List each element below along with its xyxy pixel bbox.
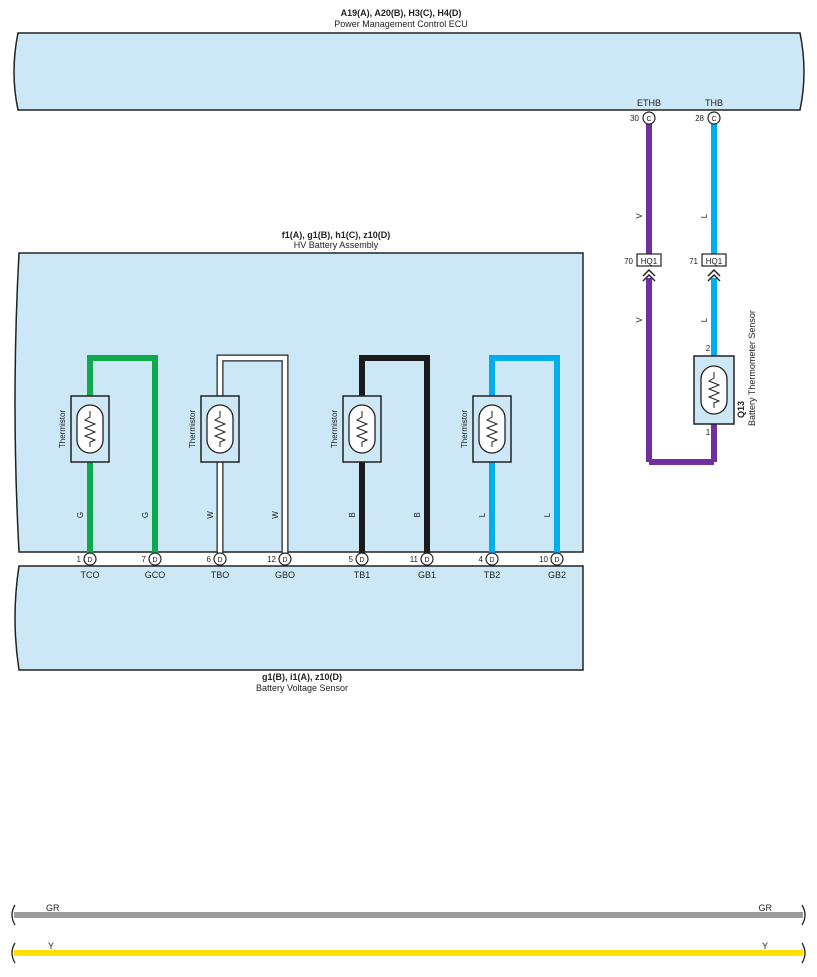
sensor-signal-gb2: GB2 (548, 570, 566, 580)
wire-label-v-lower: V (635, 317, 644, 323)
ecu-panel (13, 32, 805, 111)
thermistor-label-3: Thermistor (330, 410, 339, 449)
svg-text:C: C (646, 116, 651, 123)
thermistor-symbol-3 (342, 395, 382, 463)
svg-text:D: D (424, 557, 429, 564)
voltage-sensor-panel (14, 565, 584, 671)
sensor-pin-num-6: 6 (207, 555, 212, 564)
wire-label-l-2: L (543, 512, 552, 517)
wire-label-g-2: G (141, 512, 150, 518)
svg-text:D: D (489, 557, 494, 564)
voltage-sensor-codes: g1(B), i1(A), z10(D) (262, 672, 342, 682)
connector-pin-71: 71 (689, 257, 698, 266)
sensor-terminal-tb2: D (485, 552, 499, 566)
sensor-pin-num-4: 4 (479, 555, 484, 564)
sensor-terminal-gco: D (148, 552, 162, 566)
wire-label-w-2: W (271, 511, 280, 519)
wire-label-b-1: B (348, 512, 357, 517)
sensor-terminal-tco: D (83, 552, 97, 566)
thermistor-label-4: Thermistor (460, 410, 469, 449)
hv-battery-name: HV Battery Assembly (294, 240, 379, 250)
sensor-pin-num-7: 7 (142, 555, 147, 564)
wire-label-g-1: G (76, 512, 85, 518)
gray-wire-bar (11, 904, 806, 926)
thermistor-label-2: Thermistor (188, 410, 197, 449)
thermistor-symbol-4 (472, 395, 512, 463)
sensor-pin-1: 1 (706, 428, 711, 437)
ecu-signal-thb: THB (705, 98, 723, 108)
ecu-codes: A19(A), A20(B), H3(C), H4(D) (341, 8, 462, 18)
hv-battery-codes: f1(A), g1(B), h1(C), z10(D) (282, 230, 391, 240)
wire-ethb (646, 124, 717, 465)
yellow-wire-label-right: Y (762, 941, 768, 951)
sensor-pin-num-12: 12 (267, 555, 276, 564)
sensor-pin-num-5: 5 (349, 555, 354, 564)
thermistor-symbol-2 (200, 395, 240, 463)
ecu-pin-30: 30 (630, 114, 639, 123)
sensor-terminal-gb1: D (420, 552, 434, 566)
sensor-signal-tco: TCO (81, 570, 100, 580)
sensor-signal-gbo: GBO (275, 570, 295, 580)
sensor-terminal-gbo: D (278, 552, 292, 566)
ecu-terminal-30: C (642, 111, 656, 125)
thermistor-label-1: Thermistor (58, 410, 67, 449)
svg-text:D: D (359, 557, 364, 564)
svg-text:D: D (282, 557, 287, 564)
voltage-sensor-name: Battery Voltage Sensor (256, 683, 348, 693)
gray-wire-label-right: GR (759, 903, 773, 913)
sensor-pin-2: 2 (706, 344, 711, 353)
sensor-terminal-tb1: D (355, 552, 369, 566)
sensor-signal-tb2: TB2 (484, 570, 501, 580)
svg-text:D: D (217, 557, 222, 564)
svg-text:HQ1: HQ1 (706, 257, 723, 266)
sensor-terminal-gb2: D (550, 552, 564, 566)
ecu-terminal-28: C (707, 111, 721, 125)
yellow-wire-label-left: Y (48, 941, 54, 951)
wire-label-l-1: L (478, 512, 487, 517)
sensor-code: Q13 (736, 401, 746, 418)
sensor-signal-tbo: TBO (211, 570, 230, 580)
yellow-wire-bar (11, 942, 806, 964)
sensor-signal-gb1: GB1 (418, 570, 436, 580)
gray-wire-label-left: GR (46, 903, 60, 913)
battery-thermometer-sensor (693, 355, 735, 425)
ecu-signal-ethb: ETHB (637, 98, 661, 108)
svg-text:HQ1: HQ1 (641, 257, 658, 266)
ecu-pin-28: 28 (695, 114, 704, 123)
wire-label-l-upper: L (700, 213, 709, 218)
svg-text:C: C (711, 116, 716, 123)
thermistor-symbol-1 (70, 395, 110, 463)
sensor-pin-num-10: 10 (539, 555, 548, 564)
sensor-signal-tb1: TB1 (354, 570, 371, 580)
wire-label-w-1: W (206, 511, 215, 519)
svg-text:D: D (87, 557, 92, 564)
svg-text:D: D (152, 557, 157, 564)
wire-label-b-2: B (413, 512, 422, 517)
connector-hq1-71: HQ1 (701, 253, 727, 282)
connector-pin-70: 70 (624, 257, 633, 266)
ecu-name: Power Management Control ECU (334, 19, 468, 29)
wire-label-l-lower: L (700, 317, 709, 322)
sensor-pin-num-11: 11 (410, 555, 419, 564)
sensor-pin-num-1: 1 (77, 555, 82, 564)
sensor-signal-gco: GCO (145, 570, 166, 580)
connector-hq1-70: HQ1 (636, 253, 662, 282)
svg-text:D: D (554, 557, 559, 564)
sensor-name: Battery Thermometer Sensor (747, 310, 757, 426)
sensor-terminal-tbo: D (213, 552, 227, 566)
wire-label-v-upper: V (635, 213, 644, 219)
